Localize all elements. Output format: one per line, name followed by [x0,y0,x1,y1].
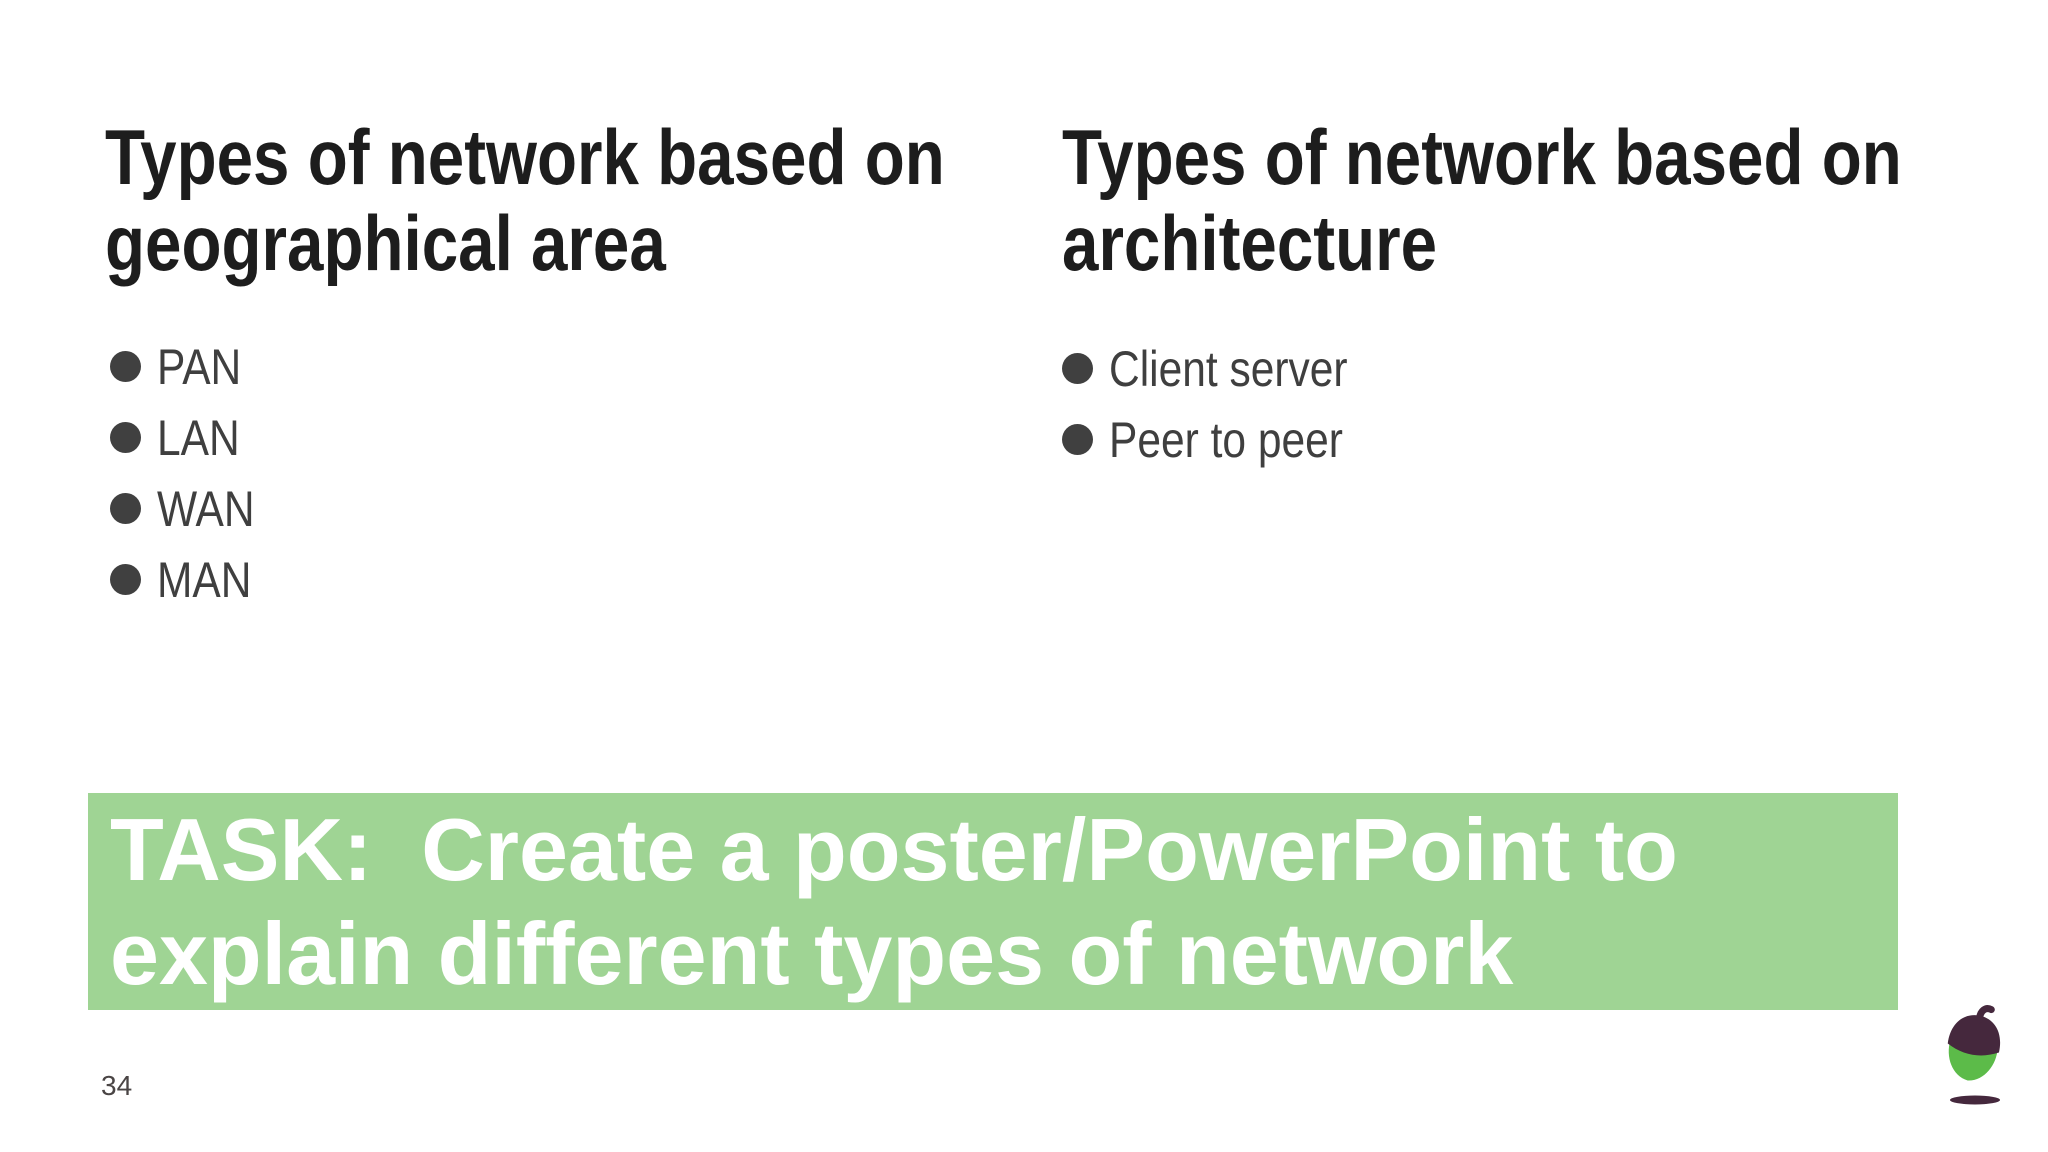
acorn-shadow [1950,1095,2000,1105]
task-banner: TASK: Create a poster/PowerPoint to expl… [88,793,1898,1010]
bullet-list-architecture: Client server Peer to peer [1062,333,1390,475]
page-number: 34 [101,1070,133,1101]
list-item: MAN [110,544,272,615]
bullet-list-geographical: PAN LAN WAN MAN [110,331,272,615]
list-item: PAN [110,331,272,402]
task-line: TASK: Create a poster/PowerPoint to [110,800,1678,899]
acorn-stem [1975,1005,1995,1024]
list-item: Client server [1062,333,1390,404]
heading-geographical-area: Types of network based on geographical a… [105,114,945,286]
bullet-dot-icon [1062,353,1093,384]
bullet-dot-icon [110,351,141,382]
list-item: Peer to peer [1062,404,1390,475]
bullet-label: Peer to peer [1109,411,1343,468]
bullet-label: PAN [157,338,242,395]
heading-line: geographical area [105,199,666,287]
bullet-dot-icon [110,564,141,595]
heading-line: Types of network based on [1062,113,1902,201]
bullet-label: WAN [157,480,255,537]
bullet-dot-icon [110,422,141,453]
list-item: WAN [110,473,272,544]
heading-line: Types of network based on [105,113,945,201]
acorn-cap [1947,1015,2001,1056]
task-line: explain different types of network [110,904,1514,1003]
bullet-label: MAN [157,551,252,608]
bullet-label: LAN [157,409,240,466]
list-item: LAN [110,402,272,473]
bullet-label: Client server [1109,340,1348,397]
bullet-dot-icon [1062,424,1093,455]
oak-acorn-logo-icon [1947,1005,2001,1105]
heading-architecture: Types of network based on architecture [1062,114,1902,286]
bullet-dot-icon [110,493,141,524]
heading-line: architecture [1062,199,1438,287]
